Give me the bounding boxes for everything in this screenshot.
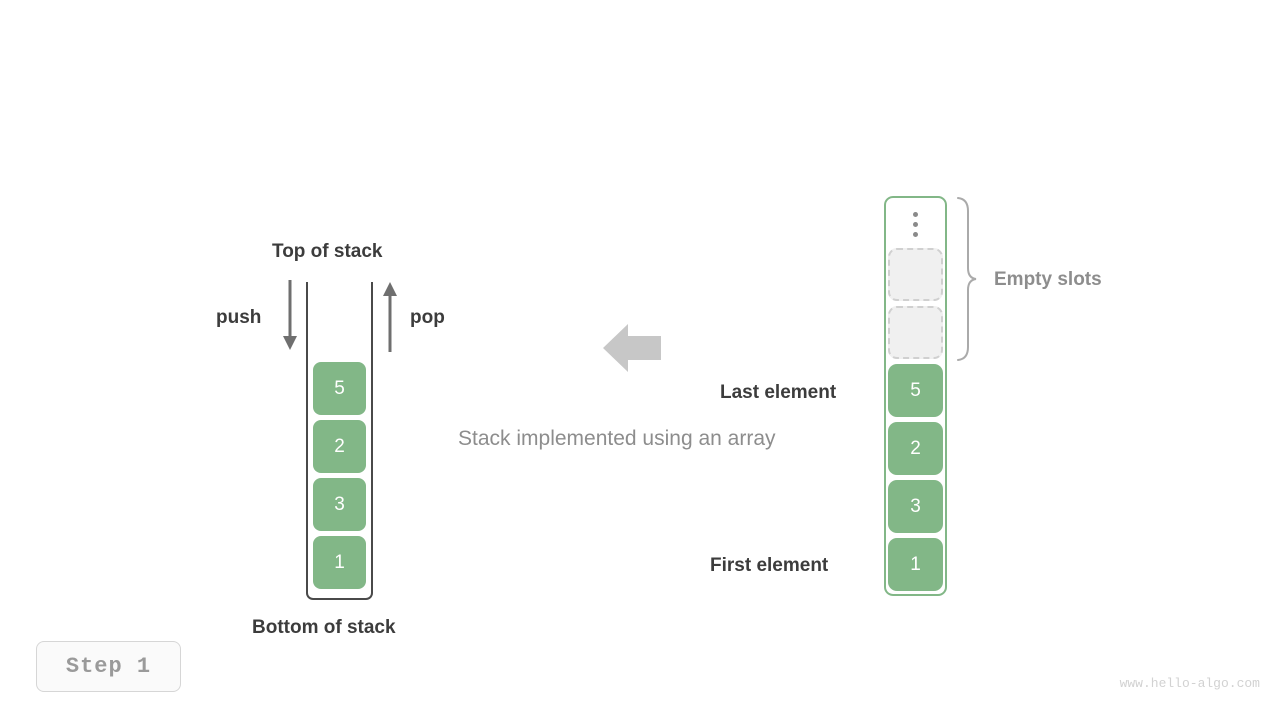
- top-of-stack-label: Top of stack: [272, 241, 383, 262]
- stack-cell: 2: [313, 420, 366, 473]
- array-cell: 5: [888, 364, 943, 417]
- step-badge: Step 1: [36, 641, 181, 692]
- empty-slots-brace: [957, 197, 977, 361]
- push-label: push: [216, 307, 262, 328]
- arrow-left-icon: [603, 324, 661, 372]
- empty-slots-label: Empty slots: [994, 269, 1102, 290]
- stack-cell: 1: [313, 536, 366, 589]
- stack-cell: 3: [313, 478, 366, 531]
- array-cell: 2: [888, 422, 943, 475]
- push-arrow-down-icon: [283, 280, 297, 350]
- vertical-ellipsis-icon: [888, 200, 943, 248]
- array-cell-list: 5 2 3 1: [888, 200, 943, 591]
- empty-slot: [888, 248, 943, 301]
- pop-label: pop: [410, 307, 445, 328]
- watermark: www.hello-algo.com: [1119, 676, 1260, 691]
- last-element-label: Last element: [720, 382, 837, 403]
- first-element-label: First element: [710, 555, 829, 576]
- array-cell: 1: [888, 538, 943, 591]
- stack-cell-list: 5 2 3 1: [313, 362, 366, 589]
- diagram-caption: Stack implemented using an array: [458, 427, 776, 450]
- stack-cell: 5: [313, 362, 366, 415]
- array-cell: 3: [888, 480, 943, 533]
- pop-arrow-up-icon: [383, 282, 397, 352]
- bottom-of-stack-label: Bottom of stack: [252, 617, 396, 638]
- stack-container-frame: [306, 282, 373, 600]
- empty-slot: [888, 306, 943, 359]
